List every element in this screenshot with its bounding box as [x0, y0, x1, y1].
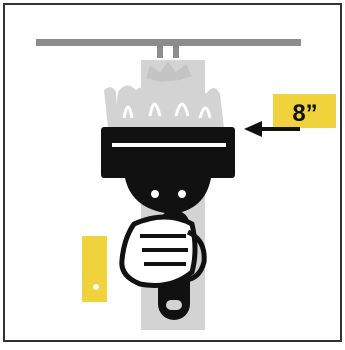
ferrule-rivet-left: [151, 190, 159, 198]
brush-highlight: [112, 143, 226, 147]
handle-hole: [166, 300, 182, 310]
size-label-box: 8”: [273, 94, 336, 128]
ferrule-rivet-right: [178, 190, 186, 198]
hand-grip-icon: [122, 217, 204, 286]
brush-bristles: [101, 127, 235, 178]
yellow-tag-icon: [82, 236, 107, 302]
size-label: 8”: [292, 100, 317, 127]
